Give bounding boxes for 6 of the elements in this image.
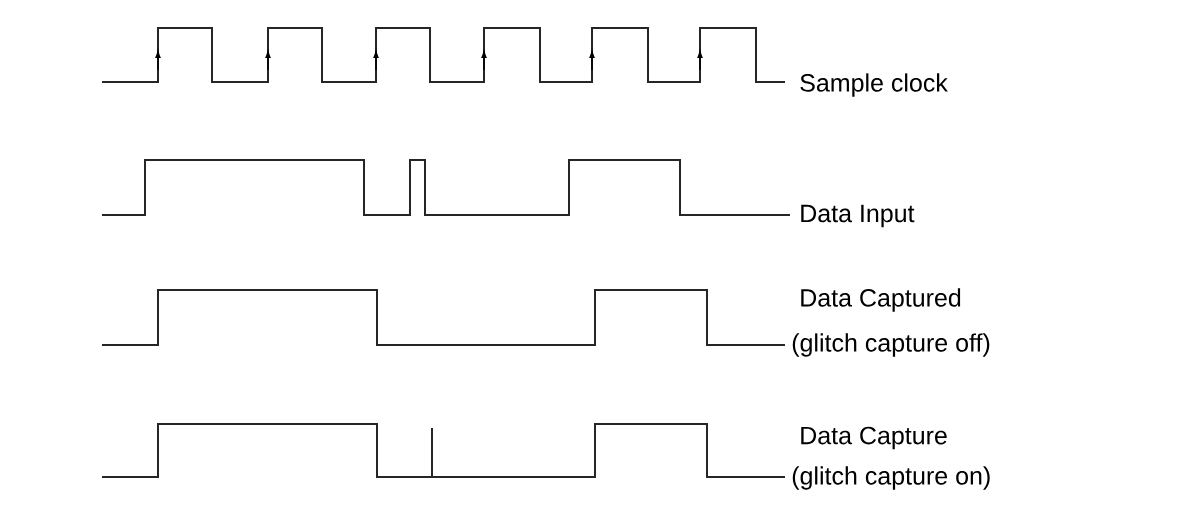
signal-label: Sample clock [800, 73, 948, 97]
signal-label: Data Capture [801, 426, 947, 450]
signal-label: Data Captured [801, 288, 961, 312]
signal-label: (glitch capture on) [792, 466, 990, 490]
signal-label: Data Input [801, 204, 915, 228]
signal-label: (glitch capture off) [792, 333, 990, 357]
